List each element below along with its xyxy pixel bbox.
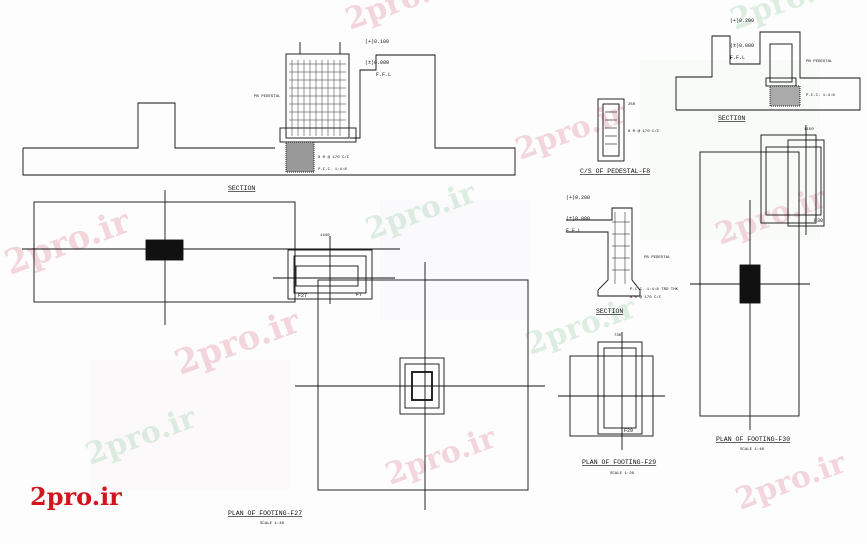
svg-text:F7: F7 (356, 292, 362, 298)
svg-text:F27: F27 (298, 293, 307, 299)
svg-text:(+)0.200: (+)0.200 (566, 195, 590, 201)
svg-text:F.F.L: F.F.L (376, 72, 391, 78)
svg-text:SCALE 1:20: SCALE 1:20 (610, 472, 635, 476)
svg-text:(+)0.200: (+)0.200 (730, 18, 754, 24)
svg-text:F.F.L: F.F.L (566, 228, 581, 234)
plan-f30-drawing (690, 125, 825, 430)
svg-text:8 Φ @ 170 C/C: 8 Φ @ 170 C/C (628, 129, 660, 134)
svg-text:P.C.C. 1:4:8: P.C.C. 1:4:8 (318, 168, 347, 172)
svg-text:P.C.C. 1:4:8 TRD THK: P.C.C. 1:4:8 TRD THK (630, 288, 679, 292)
plan-f29-title: PLAN OF FOOTING-F29 (582, 459, 656, 466)
svg-text:8 Φ @ 170 C/C: 8 Φ @ 170 C/C (318, 155, 350, 160)
section-b-title: SECTION (596, 308, 623, 315)
plan-f27-title: PLAN OF FOOTING-F27 (228, 510, 302, 517)
svg-text:(±)0.000: (±)0.000 (730, 43, 754, 49)
section-b-labels: (+)0.200 (±)0.000 F.F.L PB PEDESTAL P.C.… (566, 195, 679, 315)
svg-text:1150: 1150 (804, 128, 814, 132)
svg-text:SCALE 1:40: SCALE 1:40 (740, 448, 765, 452)
svg-text:PB PEDESTAL: PB PEDESTAL (644, 256, 671, 260)
section-c-title: SECTION (718, 115, 745, 122)
plan-f30-title: PLAN OF FOOTING-F30 (716, 436, 790, 443)
svg-text:F30: F30 (814, 218, 823, 224)
svg-text:(+)0.100: (+)0.100 (365, 39, 389, 45)
plan-f29-labels: 730 F29 PLAN OF FOOTING-F29 SCALE 1:20 (582, 334, 656, 476)
svg-text:F29: F29 (624, 428, 633, 434)
plan-f29-drawing (558, 332, 665, 450)
svg-text:P.C.C. 1:4:8: P.C.C. 1:4:8 (806, 94, 835, 98)
svg-text:PB PEDESTAL: PB PEDESTAL (806, 60, 833, 64)
section-c-drawing (675, 31, 861, 111)
section-a-labels: (+)0.100 (±)0.000 F.F.L PB PEDESTAL 8 Φ … (228, 39, 391, 192)
svg-text:SCALE 1:40: SCALE 1:40 (260, 522, 285, 526)
svg-text:(±)0.000: (±)0.000 (365, 60, 389, 66)
svg-text:(±)0.000: (±)0.000 (566, 216, 590, 222)
section-a-drawing (22, 42, 516, 176)
section-b-drawing (566, 207, 641, 297)
pedestal-cs-labels: 250 8 Φ @ 170 C/C C/S OF PEDESTAL-F8 (580, 103, 660, 175)
svg-text:PB PEDESTAL: PB PEDESTAL (254, 95, 281, 99)
section-c-labels: (+)0.200 (±)0.000 F.F.L PB PEDESTAL P.C.… (718, 18, 835, 122)
pedestal-cs-title: C/S OF PEDESTAL-F8 (580, 168, 650, 175)
brand-logo: 2pro.ir (30, 482, 122, 511)
svg-text:1440: 1440 (320, 234, 330, 238)
svg-text:8 Φ @ 170 C/C: 8 Φ @ 170 C/C (630, 295, 662, 300)
plan-f27-drawing (22, 190, 545, 510)
plan-f27-labels: 1440 F27 F7 PLAN OF FOOTING-F27 SCALE 1:… (228, 234, 362, 526)
svg-text:730: 730 (614, 334, 622, 338)
pedestal-cs-drawing (597, 98, 625, 162)
plan-f30-labels: 1150 F30 PLAN OF FOOTING-F30 SCALE 1:40 (716, 128, 823, 452)
svg-text:F.F.L: F.F.L (730, 55, 745, 61)
section-a-title: SECTION (228, 185, 255, 192)
svg-text:250: 250 (628, 103, 636, 107)
